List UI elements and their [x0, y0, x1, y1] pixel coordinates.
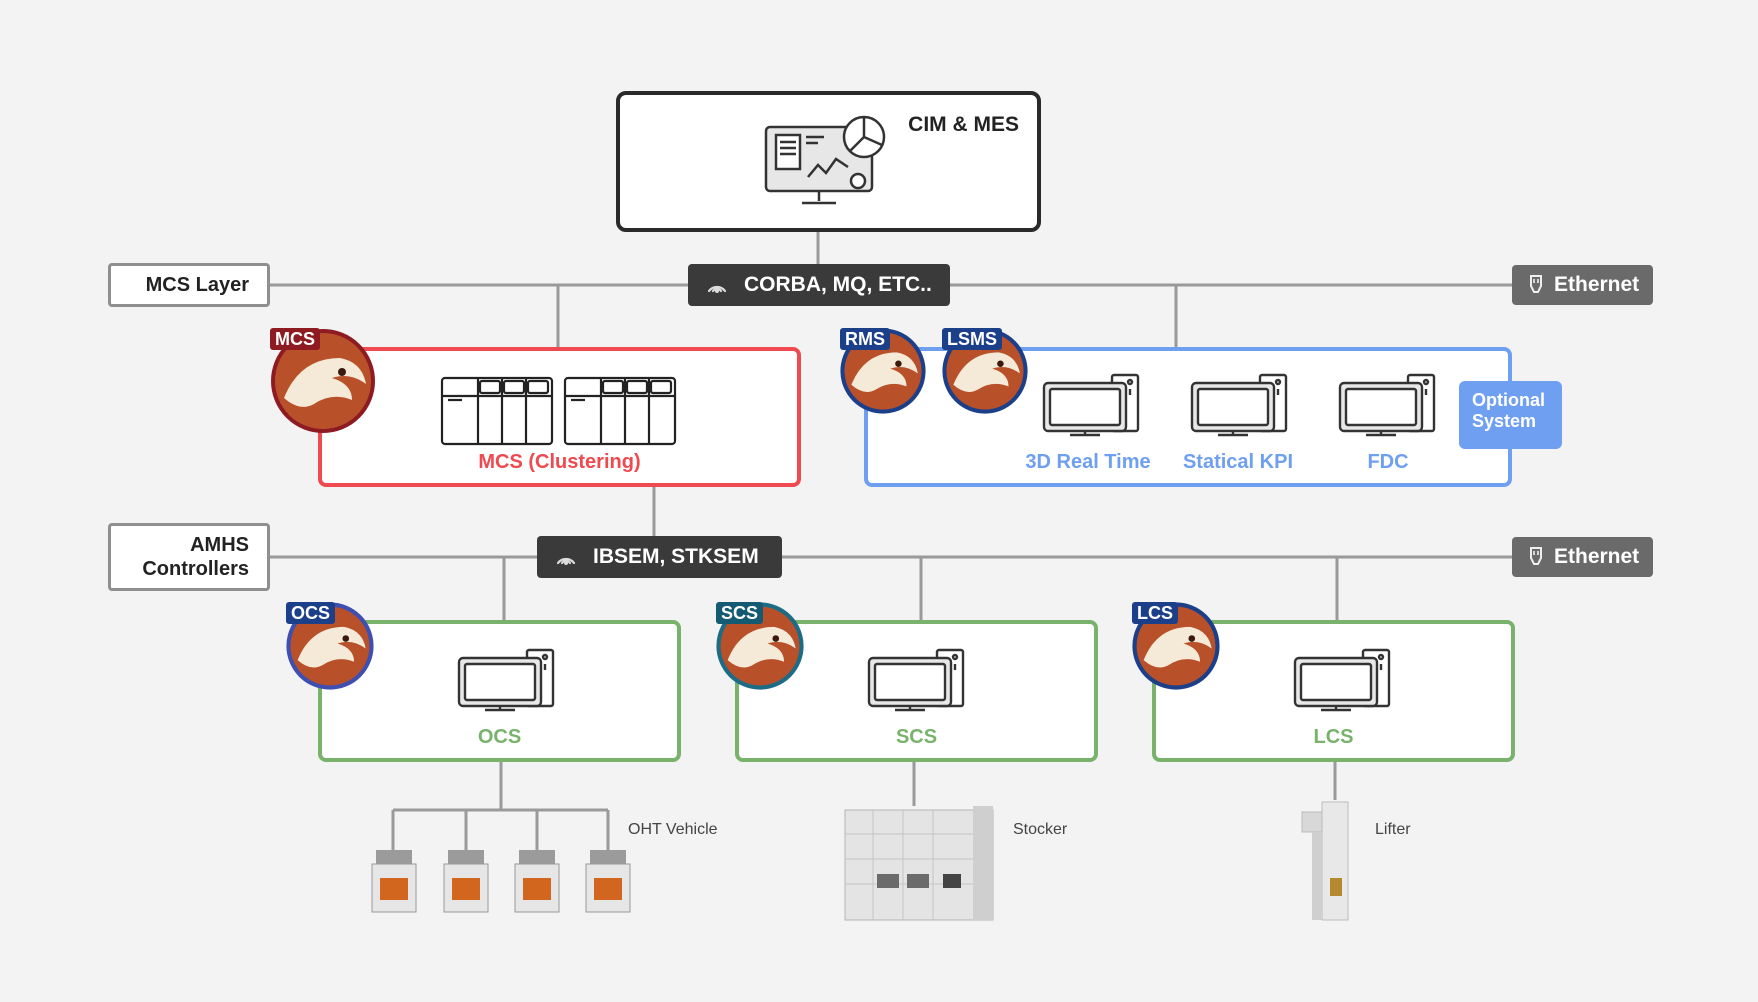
ibsem-protocol-pill: IBSEM, STKSEM [537, 536, 782, 578]
ethernet-plug-icon [1530, 275, 1542, 293]
ocs-caption: OCS [477, 726, 522, 748]
cim-mes-box: CIM & MES [616, 91, 1041, 232]
corba-protocol-text: CORBA, MQ, ETC.. [744, 273, 932, 296]
lcs-badge-label: LCS [1132, 602, 1178, 624]
ethernet-text-amhs: Ethernet [1554, 545, 1640, 568]
stocker-label: Stocker [1013, 821, 1068, 838]
falcon-logo-icon [840, 328, 926, 414]
optional-item-fdc: FDC [1367, 451, 1409, 473]
falcon-logo-icon [271, 329, 375, 433]
falcon-logo-icon [1132, 602, 1220, 690]
signal-icon [707, 285, 727, 293]
lsms-badge-label: LSMS [942, 328, 1003, 350]
optional-system-tag: Optional System [1459, 381, 1562, 449]
lcs-caption: LCS [1313, 726, 1354, 748]
ethernet-text-mcs: Ethernet [1554, 273, 1640, 296]
optional-item-statical-kpi: Statical KPI [1182, 451, 1294, 473]
amhs-label-line1: AMHS [190, 534, 249, 556]
rms-badge-label: RMS [840, 328, 890, 350]
computer-icon [1190, 373, 1288, 437]
ocs-controller-box: OCS [318, 620, 681, 762]
ocs-badge-label: OCS [286, 602, 336, 624]
falcon-logo-icon [716, 602, 804, 690]
oht-vehicle-icon [443, 850, 489, 913]
monitor-chart-icon [764, 115, 886, 205]
signal-icon [556, 557, 576, 565]
server-rack-icon [440, 376, 677, 446]
amhs-label-line2: Controllers [142, 558, 249, 580]
computer-icon [1293, 648, 1391, 712]
lcs-logo-badge: LCS [1132, 602, 1220, 690]
ibsem-protocol-text: IBSEM, STKSEM [593, 545, 759, 568]
oht-vehicle-group [371, 850, 631, 913]
optional-tag-line1: Optional [1472, 390, 1545, 410]
falcon-logo-icon [942, 328, 1028, 414]
oht-vehicle-icon [514, 850, 560, 913]
computer-icon [1042, 373, 1140, 437]
scs-badge-label: SCS [716, 602, 764, 624]
optional-tag-line2: System [1472, 411, 1537, 431]
stocker-icon [844, 806, 994, 921]
computer-icon [1338, 373, 1436, 437]
mcs-clustering-caption: MCS (Clustering) [478, 451, 641, 473]
lsms-logo-badge: LSMS [942, 328, 1028, 414]
ocs-logo-badge: OCS [286, 602, 374, 690]
computer-icon [867, 648, 965, 712]
mcs-clustering-box: MCS (Clustering) [318, 347, 801, 487]
corba-protocol-pill: CORBA, MQ, ETC.. [688, 264, 950, 306]
lifter-icon [1301, 801, 1349, 921]
amhs-controllers-label: AMHS Controllers [108, 523, 270, 591]
computer-icon [457, 648, 555, 712]
oht-vehicle-icon [371, 850, 417, 913]
ethernet-pill-mcs: Ethernet [1512, 265, 1653, 305]
ethernet-pill-amhs: Ethernet [1512, 537, 1653, 577]
rms-logo-badge: RMS [840, 328, 926, 414]
scs-caption: SCS [895, 726, 938, 748]
mcs-layer-label: MCS Layer [108, 263, 270, 307]
mcs-layer-text: MCS Layer [145, 274, 249, 296]
scs-logo-badge: SCS [716, 602, 804, 690]
oht-vehicle-icon [585, 850, 631, 913]
falcon-logo-icon [286, 602, 374, 690]
scs-controller-box: SCS [735, 620, 1098, 762]
ethernet-plug-icon [1530, 547, 1542, 565]
oht-vehicle-label: OHT Vehicle [628, 821, 718, 838]
optional-item-3d-real-time: 3D Real Time [1025, 451, 1151, 473]
mcs-badge-label: MCS [270, 328, 320, 350]
lifter-label: Lifter [1375, 821, 1411, 838]
cim-mes-title: CIM & MES [908, 113, 1019, 136]
mcs-logo-badge: MCS [270, 328, 376, 434]
